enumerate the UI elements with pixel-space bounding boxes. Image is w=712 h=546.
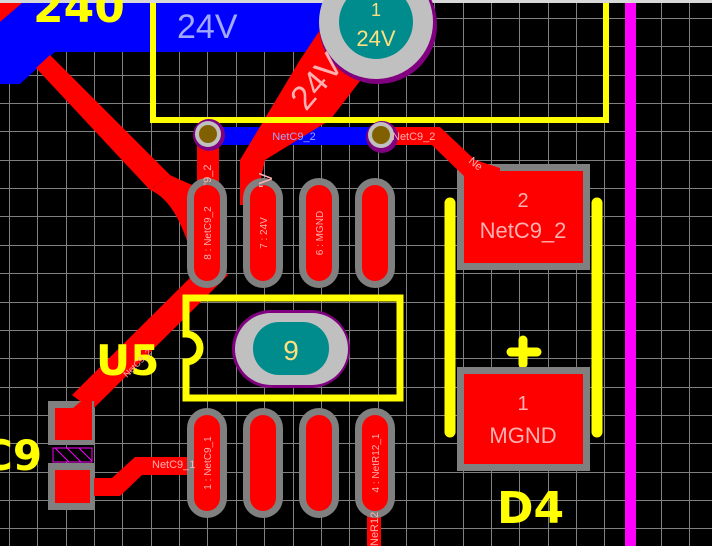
- d4-pad1-number: 1: [517, 393, 528, 415]
- d4-pad-1[interactable]: [457, 367, 590, 471]
- d4-pad1-net: MGND: [489, 423, 556, 448]
- pin7-top-label: 'V: [256, 173, 276, 188]
- top-left-designator: 240: [33, 0, 125, 33]
- trace-netc9-1[interactable]: [88, 457, 198, 496]
- u5-pads[interactable]: 8 : NetC9_2 7 : 24V 6 : MGND 1 : NetC9_1 4 :…: [187, 178, 395, 518]
- c9-designator: C9: [0, 431, 42, 480]
- u5-pad-5[interactable]: [355, 178, 395, 288]
- bottom-net-label: 24V: [177, 8, 238, 46]
- bottom-copper-corner[interactable]: [0, 3, 22, 22]
- silk-outline-top: [150, 3, 609, 123]
- top-pad-number: 1: [371, 0, 381, 20]
- c9-trace-label: NetC9_1: [152, 459, 195, 471]
- keepout-line[interactable]: [625, 3, 636, 546]
- d4-designator: D4: [497, 483, 564, 534]
- top-pad-net: 24V: [356, 26, 395, 51]
- u5-pad-1[interactable]: 1 : NetC9_1: [187, 408, 227, 518]
- u5-pad-label: 1 : NetC9_1: [203, 436, 214, 490]
- trace-pin8-stub[interactable]: [197, 140, 219, 190]
- via-left[interactable]: [193, 119, 225, 151]
- u5-designator: U5: [96, 336, 159, 385]
- u5-pad-4[interactable]: 4 : NetR12_1: [355, 408, 395, 518]
- u5-pad-2[interactable]: [243, 408, 283, 518]
- u5-pad-8[interactable]: 8 : NetC9_2: [187, 178, 227, 288]
- u5-pad-label: 7 : 24V: [259, 217, 270, 249]
- via-right[interactable]: [366, 121, 398, 153]
- u5-body-outline: [182, 294, 404, 402]
- u5-pad-label: 8 : NetC9_2: [203, 206, 214, 260]
- u5-pad-3[interactable]: [299, 408, 339, 518]
- bottom-copper-strip[interactable]: [150, 3, 330, 52]
- pin8-top-label: '9_2: [202, 165, 214, 185]
- d4-pad2-number: 2: [517, 190, 528, 212]
- u5-pad-label: 6 : MGND: [315, 211, 326, 255]
- bottom-copper-pour[interactable]: [0, 3, 160, 84]
- c9-pads[interactable]: [48, 392, 94, 510]
- d4-plus-mark: [506, 335, 542, 369]
- trace-24v-diagonal[interactable]: [36, 55, 170, 190]
- u5-bottom-trace-label: NeR12: [369, 512, 381, 546]
- thermal-pad-number: 9: [283, 335, 299, 366]
- u5-pad-6[interactable]: 6 : MGND: [299, 178, 339, 288]
- d4-pad-2[interactable]: [432, 127, 590, 270]
- via-trace-label: NetC9_2: [272, 131, 315, 143]
- u5-thermal-pad[interactable]: [232, 310, 350, 388]
- u5-pad-label: 4 : NetR12_1: [371, 433, 382, 492]
- u5-pad-7[interactable]: 7 : 24V: [243, 178, 283, 288]
- bottom-layer-copper[interactable]: [0, 3, 382, 145]
- silkscreen: [150, 3, 609, 438]
- pad-24v-multilayer[interactable]: [319, 0, 437, 84]
- d4-pad2-net: NetC9_2: [480, 218, 567, 243]
- trace-label-right: NetC9_2: [392, 131, 435, 143]
